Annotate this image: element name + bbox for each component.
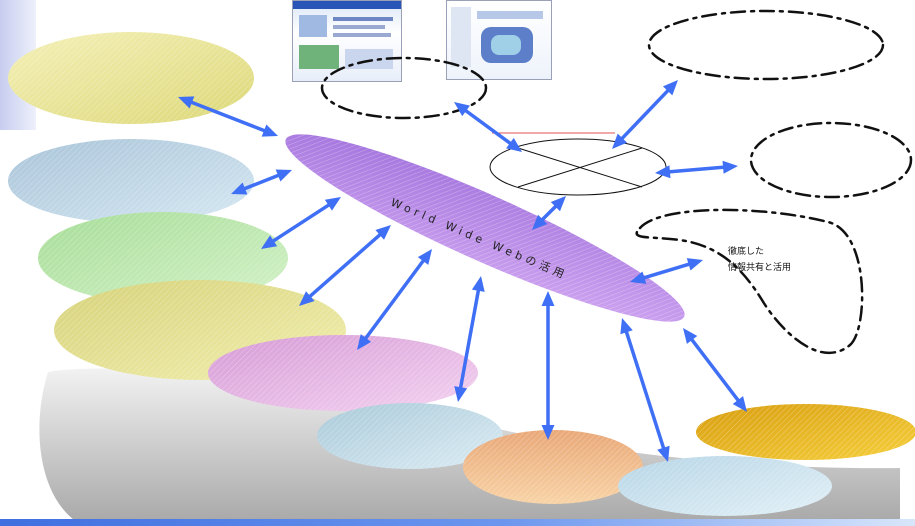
bidirectional-arrow xyxy=(655,160,738,179)
arrowhead xyxy=(722,160,738,174)
arrowhead xyxy=(541,425,555,440)
arrowhead xyxy=(657,445,670,462)
dashed-ellipse xyxy=(749,121,913,199)
arrow-shaft xyxy=(362,257,427,342)
callout-label-line-1: 徹底した xyxy=(728,245,764,257)
category-ellipse-peach-texture xyxy=(463,430,643,504)
arrowhead xyxy=(375,225,391,240)
arrowhead xyxy=(686,258,703,271)
arrowhead xyxy=(261,235,278,249)
arrowhead xyxy=(655,165,671,179)
arrow-shaft xyxy=(458,287,481,391)
arrowhead xyxy=(732,396,747,412)
arrow-shaft xyxy=(640,261,693,281)
category-ellipse-ice-texture xyxy=(618,456,832,516)
arrow-shaft xyxy=(270,202,332,244)
arrowhead xyxy=(630,271,647,284)
arrowhead xyxy=(454,102,470,117)
bidirectional-arrow xyxy=(630,258,703,284)
category-ellipse-sky-texture xyxy=(317,403,503,469)
hub-layer xyxy=(285,132,685,322)
arrowhead xyxy=(299,291,315,306)
bidirectional-arrow xyxy=(541,291,555,440)
bidirectional-arrow xyxy=(178,96,278,137)
bidirectional-arrow xyxy=(620,318,670,462)
bidirectional-arrow xyxy=(231,169,292,195)
arrowhead xyxy=(324,197,341,211)
arrowhead xyxy=(454,386,468,402)
category-ellipse-pink-texture xyxy=(208,335,478,411)
arrow-shaft xyxy=(241,172,282,192)
arrowhead xyxy=(506,137,522,152)
arrow-shaft xyxy=(623,328,667,452)
divided-ellipse-line xyxy=(517,147,643,188)
arrowhead xyxy=(178,96,195,109)
category-ellipse-blue-texture xyxy=(8,139,254,223)
hub-ellipse-texture xyxy=(285,134,685,322)
dashed-ellipse xyxy=(320,56,488,120)
dashed-ellipse xyxy=(647,9,885,81)
arrow-shaft xyxy=(188,99,268,134)
connector-arrows xyxy=(178,80,747,462)
arrowhead xyxy=(231,182,248,195)
bottom-accent-bar xyxy=(0,519,915,526)
arrow-shaft xyxy=(619,87,671,142)
arrowhead xyxy=(261,124,278,137)
arrowhead xyxy=(417,249,432,265)
bidirectional-arrow xyxy=(299,225,391,306)
arrow-shaft xyxy=(688,336,742,404)
arrowhead xyxy=(550,196,566,212)
arrowhead xyxy=(275,169,292,182)
dashed-ellipses xyxy=(320,9,913,354)
arrow-shaft xyxy=(539,203,559,223)
arrow-shaft xyxy=(666,165,727,174)
website-screenshot-thumbnail xyxy=(446,0,552,80)
bidirectional-arrow xyxy=(612,80,678,149)
arrowhead xyxy=(683,328,698,344)
arrowhead xyxy=(612,133,628,149)
bidirectional-arrow xyxy=(357,249,432,350)
category-ellipse-yellow-texture xyxy=(8,32,254,124)
bidirectional-arrow xyxy=(261,197,341,249)
bidirectional-arrow xyxy=(454,102,522,152)
bidirectional-arrow xyxy=(532,196,566,230)
arrowhead xyxy=(662,80,678,96)
category-ellipse-gold-texture xyxy=(696,404,915,460)
arrowhead xyxy=(620,318,633,335)
arrowhead xyxy=(532,214,548,230)
callout-label-line-2: 情報共有と活用 xyxy=(728,261,791,273)
arrowhead xyxy=(357,334,372,350)
dashed-callout-blob xyxy=(635,208,864,354)
arrow-shaft xyxy=(306,231,384,300)
arrowhead xyxy=(471,276,485,292)
arrowhead xyxy=(541,291,555,306)
bidirectional-arrow xyxy=(454,276,485,402)
bidirectional-arrow xyxy=(683,328,747,412)
arrow-shaft xyxy=(462,107,514,147)
website-screenshot-thumbnail xyxy=(292,0,402,82)
